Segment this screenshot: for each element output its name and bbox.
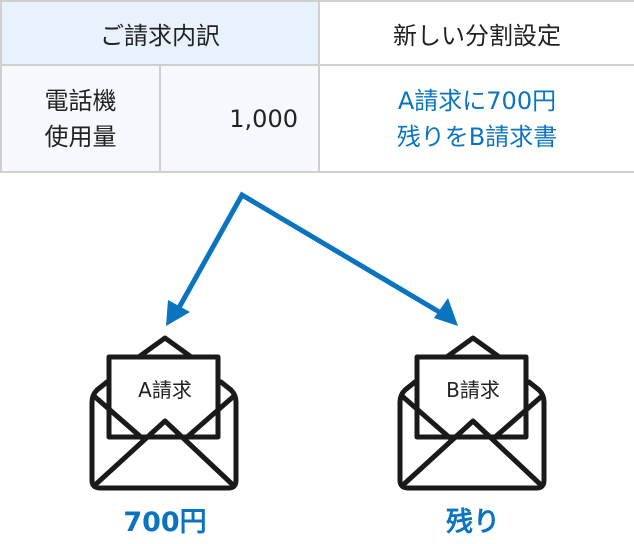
item-line1: 電話機	[44, 86, 117, 115]
letter-b-label: B請求	[446, 378, 500, 402]
caption-a: 700円	[123, 507, 207, 538]
letter-a-label: A請求	[138, 378, 192, 402]
item-line2: 使用量	[44, 122, 117, 151]
setting-line1: A請求に700円	[397, 86, 557, 115]
header-new-split-setting: 新しい分割設定	[318, 0, 634, 66]
billing-table: ご請求内訳 新しい分割設定 電話機 使用量 1,000 A請求に700円 残りを…	[0, 0, 634, 173]
envelope-a-icon	[89, 335, 239, 491]
arrowhead-b-icon	[434, 298, 458, 326]
arrowhead-a-icon	[166, 300, 190, 326]
header-billing-breakdown: ご請求内訳	[0, 0, 320, 66]
item-name-cell: 電話機 使用量	[0, 64, 161, 173]
amount-cell: 1,000	[159, 64, 320, 173]
setting-cell: A請求に700円 残りをB請求書	[318, 64, 634, 173]
envelope-b-icon	[397, 335, 547, 491]
arrow-to-a	[173, 191, 448, 319]
split-arrows	[173, 191, 448, 319]
caption-b: 残り	[446, 507, 500, 538]
setting-line2: 残りをB請求書	[396, 122, 558, 151]
